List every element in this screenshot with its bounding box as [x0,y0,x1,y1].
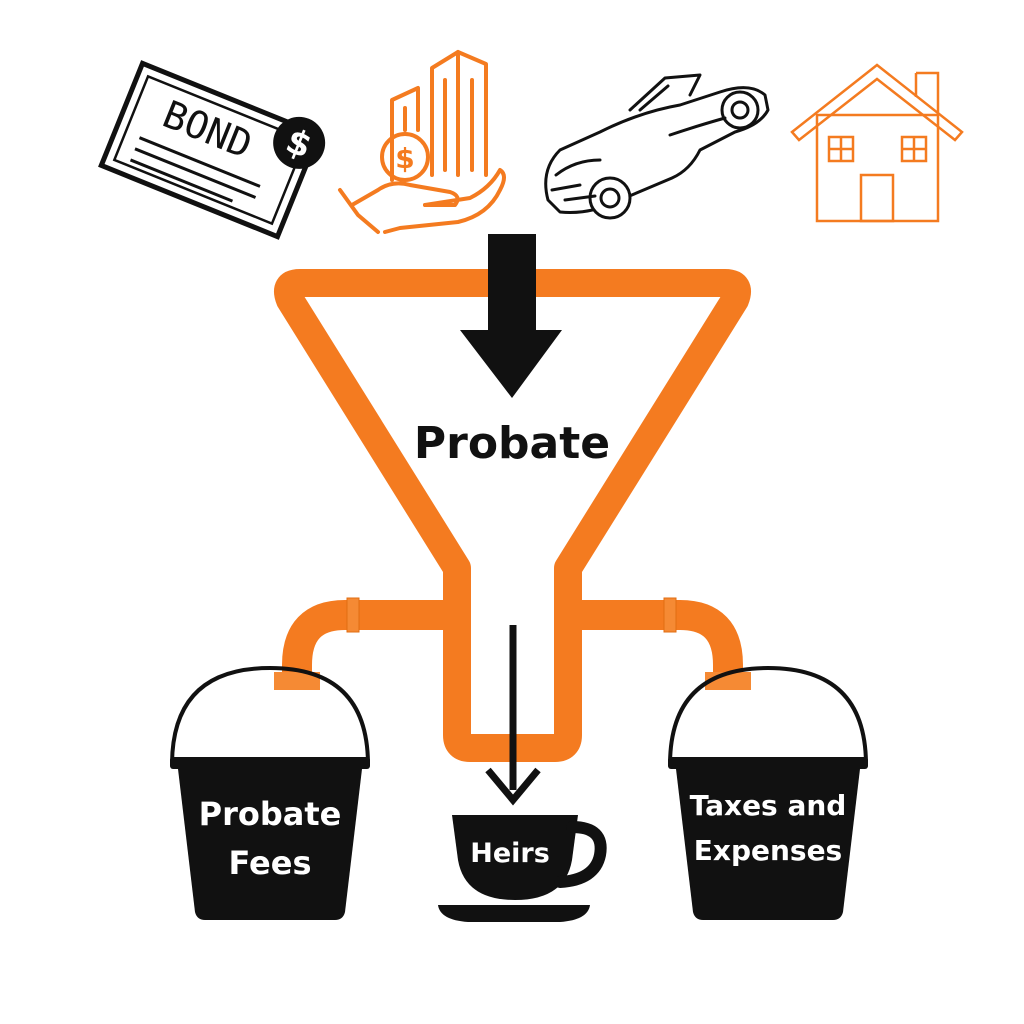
house-icon [790,63,964,223]
sports-car-icon [544,73,770,220]
taxes-expenses-bucket: Taxes and Expenses [668,665,868,920]
probate-funnel [274,269,751,762]
inflow-arrow-icon [460,234,562,398]
bucket-left-line1: Probate [199,795,342,833]
bucket-right-line2: Expenses [694,834,842,867]
left-drain-pipe [274,597,457,690]
bucket-right-line1: Taxes and [690,789,847,822]
investment-hand-building-icon: $ [338,50,506,234]
coin-dollar-symbol: $ [395,142,414,175]
dollar-badge-icon: $ [273,116,326,169]
cup-label: Heirs [470,838,550,869]
probate-fees-bucket: Probate Fees [170,665,370,920]
bond-certificate-icon: BOND $ [98,60,326,240]
heirs-arrow-icon [485,625,541,806]
bucket-left-line2: Fees [228,844,311,882]
right-drain-pipe [568,597,751,690]
heirs-teacup-icon: Heirs [438,815,607,922]
funnel-label: Probate [414,418,610,469]
